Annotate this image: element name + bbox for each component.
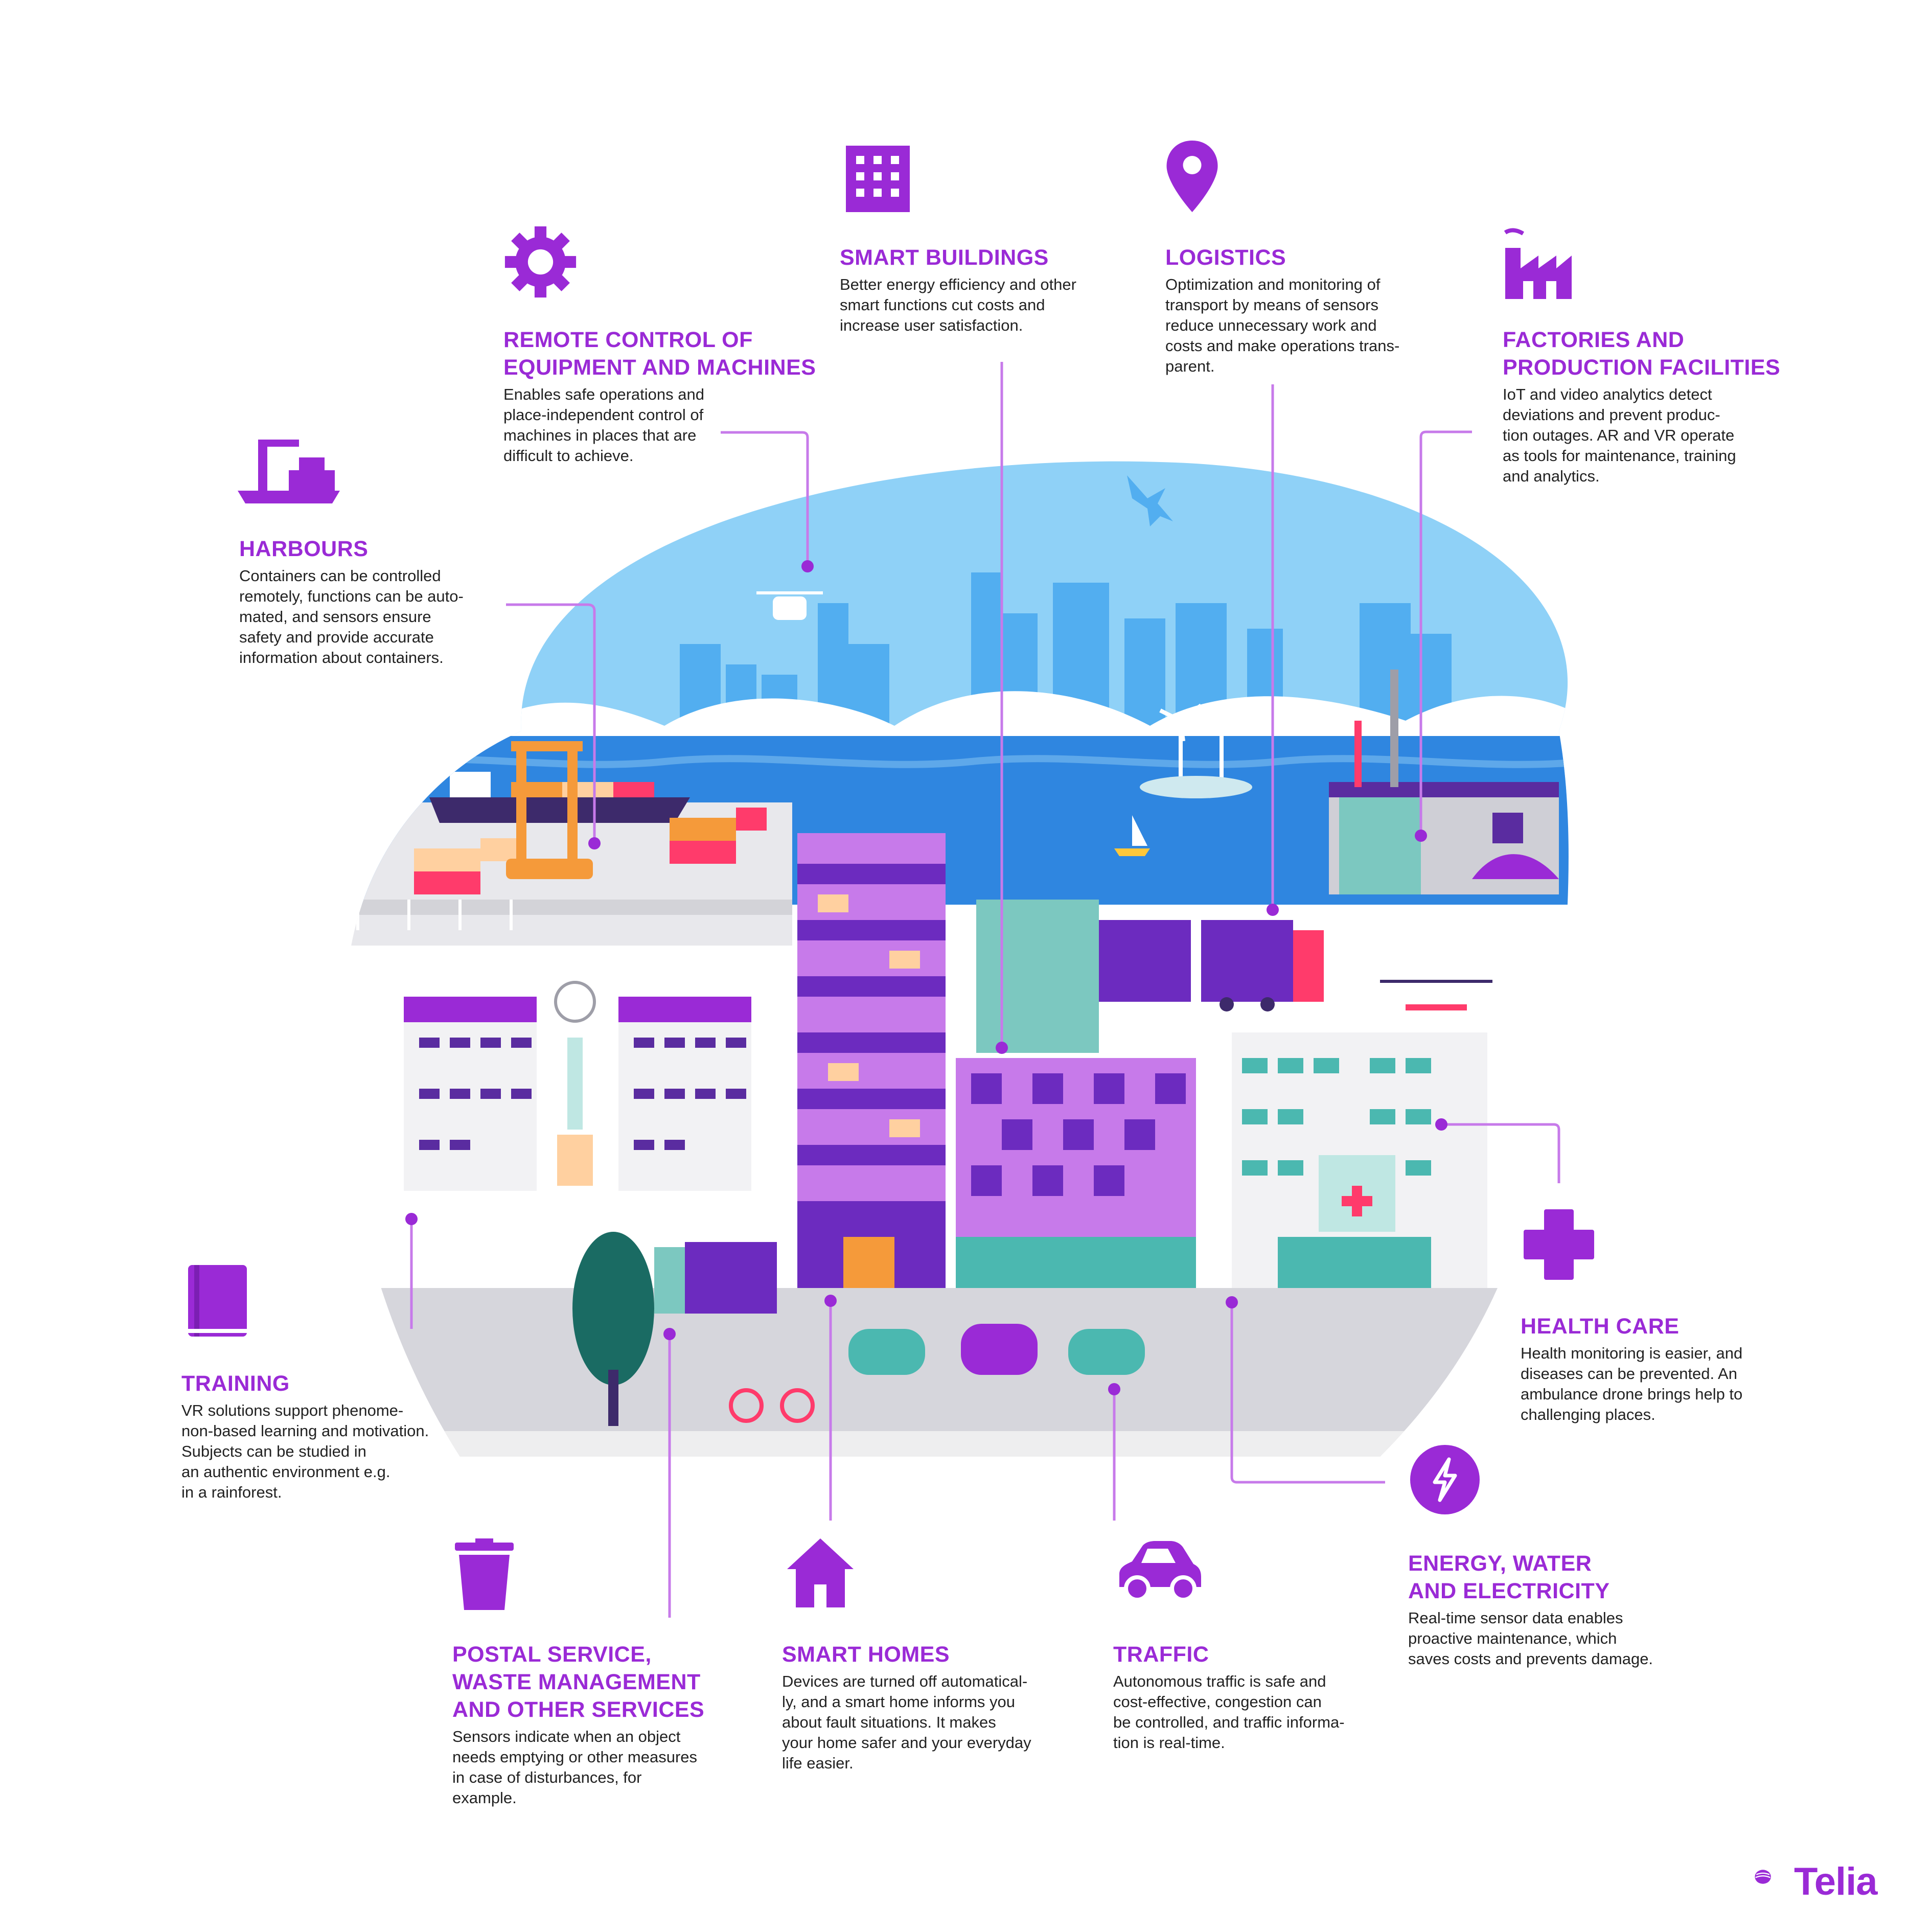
section-description: Real-time sensor data enables proactive …	[1408, 1609, 1653, 1668]
sea-waves	[357, 755, 1569, 768]
section-description: Health monitoring is easier, and disease…	[1521, 1344, 1743, 1423]
connector-lines	[410, 362, 1560, 1618]
section-title: LOGISTICS	[1165, 245, 1286, 270]
autonomous-cars	[848, 1324, 1145, 1375]
section-description: Enables safe operations and place-indepe…	[503, 385, 704, 465]
city-scene	[343, 461, 1569, 1457]
ambulance-helicopter	[1380, 980, 1492, 1025]
section-training: TRAINING VR solutions support phenome- n…	[181, 1370, 488, 1503]
street	[343, 1288, 1569, 1457]
bridge	[343, 900, 792, 915]
medical-cross-icon	[1524, 1209, 1594, 1280]
camera-drone	[756, 591, 823, 620]
section-title: POSTAL SERVICE, WASTE MANAGEMENT AND OTH…	[452, 1642, 705, 1722]
house-icon	[787, 1538, 854, 1607]
location-pin-icon	[1166, 141, 1218, 212]
book-icon	[188, 1265, 247, 1337]
section-title: HEALTH CARE	[1521, 1314, 1680, 1339]
section-health-care: HEALTH CARE Health monitoring is easier,…	[1521, 1313, 1827, 1425]
glass-office	[976, 900, 1099, 1053]
section-title: ENERGY, WATER AND ELECTRICITY	[1408, 1551, 1610, 1603]
car-icon	[1119, 1541, 1201, 1602]
section-energy: ENERGY, WATER AND ELECTRICITY Real-time …	[1408, 1550, 1725, 1669]
cyclist	[729, 1388, 815, 1423]
section-harbours: HARBOURS Containers can be controlled re…	[239, 535, 505, 668]
clock-face	[554, 981, 596, 1023]
section-title: FACTORIES AND PRODUCTION FACILITIES	[1503, 328, 1781, 380]
section-logistics: LOGISTICS Optimization and monitoring of…	[1165, 244, 1472, 377]
connector-dots	[405, 560, 1447, 1395]
section-description: Devices are turned off automatical- ly, …	[782, 1672, 1031, 1772]
trash-bin-icon	[455, 1538, 514, 1610]
section-description: Containers can be controlled remotely, f…	[239, 567, 464, 666]
cargo-ship	[429, 797, 690, 823]
gear-icon	[504, 226, 577, 298]
section-description: Better energy efficiency and other smart…	[840, 275, 1076, 334]
telia-pebble-logo-icon	[1755, 1870, 1771, 1884]
section-title: HARBOURS	[239, 537, 369, 561]
section-title: SMART HOMES	[782, 1642, 950, 1667]
section-description: Autonomous traffic is safe and cost-effe…	[1113, 1672, 1345, 1752]
lightning-bolt-icon	[1410, 1445, 1480, 1514]
section-remote-control: REMOTE CONTROL OF EQUIPMENT AND MACHINES…	[503, 326, 831, 466]
section-postal-waste: POSTAL SERVICE, WASTE MANAGEMENT AND OTH…	[452, 1641, 769, 1808]
section-title: TRAINING	[181, 1371, 290, 1396]
section-factories: FACTORIES AND PRODUCTION FACILITIES IoT …	[1503, 326, 1820, 487]
sailboat	[1114, 815, 1150, 856]
airplane	[1127, 475, 1173, 526]
container-crane	[506, 741, 593, 879]
containers	[414, 782, 767, 894]
section-traffic: TRAFFIC Autonomous traffic is safe and c…	[1113, 1641, 1430, 1753]
section-smart-homes: SMART HOMES Devices are turned off autom…	[782, 1641, 1099, 1774]
section-description: Sensors indicate when an object needs em…	[452, 1728, 698, 1807]
tree	[572, 1232, 654, 1426]
section-description: IoT and video analytics detect deviation…	[1503, 385, 1736, 485]
delivery-van	[654, 1242, 777, 1314]
town-hall-windows	[419, 1038, 746, 1150]
factory-icon	[1504, 228, 1572, 299]
telia-wordmark: Telia	[1794, 1860, 1878, 1903]
logistics-trucks	[1099, 920, 1324, 1011]
section-title: REMOTE CONTROL OF EQUIPMENT AND MACHINES	[503, 328, 816, 380]
section-title: SMART BUILDINGS	[840, 245, 1049, 270]
office-building-icon	[846, 146, 910, 212]
section-description: VR solutions support phenome- non-based …	[181, 1401, 429, 1501]
section-description: Optimization and monitoring of transport…	[1165, 275, 1400, 375]
harbour-crane-icon	[238, 440, 340, 503]
section-smart-buildings: SMART BUILDINGS Better energy efficiency…	[840, 244, 1146, 336]
section-title: TRAFFIC	[1113, 1642, 1209, 1667]
